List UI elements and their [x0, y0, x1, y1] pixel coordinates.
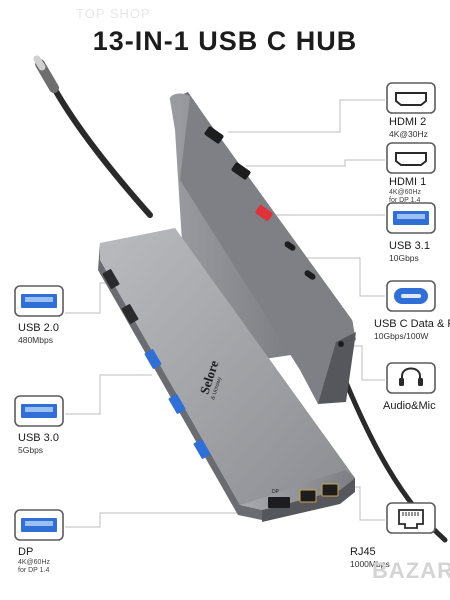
callout-line-hdmi2 — [228, 99, 385, 133]
headphones-icon — [401, 367, 421, 384]
usb20-port-1 — [102, 269, 120, 289]
port-spec: 4K@30Hz — [389, 129, 428, 139]
hdmi1-port — [231, 162, 251, 180]
callout-line-usb20 — [65, 282, 113, 314]
port-label-hdmi1: HDMI 1 4K@60Hz for DP 1.4 — [389, 176, 426, 205]
hdmi1-box — [386, 142, 436, 174]
usb20-port-2 — [121, 304, 139, 324]
rj45-port-1 — [299, 489, 317, 503]
front-hub-ports — [102, 269, 339, 508]
port-spec: 4K@60Hz — [389, 189, 422, 196]
watermark-bottom: BAZAR — [372, 558, 450, 583]
usb31-port — [255, 205, 273, 221]
watermark: TOP SHOP — [76, 6, 151, 21]
ethernet-port-icon — [398, 509, 424, 529]
callout-lines — [65, 99, 385, 528]
callout-line-usbc — [302, 257, 385, 297]
port-name: USB 3.0 — [18, 432, 59, 444]
callout-line-dp — [65, 512, 265, 528]
port-label-dp: DP 4K@60Hz for DP 1.4 — [18, 546, 50, 575]
audio-box — [386, 362, 436, 394]
port-name: HDMI 2 — [389, 116, 427, 128]
port-spec: 480Mbps — [18, 335, 53, 345]
rj45-port-2 — [321, 483, 339, 497]
hdmi2-box — [386, 82, 436, 114]
usb-c-cable — [44, 72, 153, 218]
usbc-port-1 — [284, 241, 296, 251]
port-label-rj45: RJ45 1000Mbps — [350, 546, 390, 569]
port-label-usb31: USB 3.1 10Gbps — [389, 240, 430, 263]
port-label-hdmi2: HDMI 2 4K@30Hz — [389, 116, 428, 139]
port-name: HDMI 1 — [389, 176, 427, 188]
hdmi2-port — [204, 126, 224, 144]
right-icons — [386, 82, 436, 534]
usb30-port-2 — [168, 394, 186, 414]
hdmi-port-icon — [395, 92, 427, 106]
port-sub: for DP 1.4 — [18, 567, 50, 574]
port-label-usb20: USB 2.0 480Mbps — [18, 322, 59, 345]
port-spec: 4K@60Hz — [18, 559, 51, 566]
usbc-port-2 — [304, 270, 316, 280]
port-spec: 5Gbps — [18, 445, 44, 455]
port-name: USB 2.0 — [18, 322, 59, 334]
port-label-usbc: USB C Data & PD 10Gbps/100W — [374, 318, 450, 341]
usb30-port-3 — [193, 439, 211, 459]
port-spec: 10Gbps — [389, 253, 419, 263]
port-label-audio: Audio&Mic — [383, 400, 436, 413]
dp-port — [268, 497, 290, 508]
port-name: USB 3.1 — [389, 240, 430, 252]
audio-port — [338, 341, 344, 347]
port-name: Audio&Mic — [383, 400, 436, 412]
port-name: DP — [18, 546, 34, 558]
port-sub: for DP 1.4 — [389, 197, 421, 204]
callout-line-usb30 — [65, 374, 152, 415]
page-title: 13-IN-1 USB C HUB — [92, 26, 358, 56]
left-icons — [14, 285, 64, 541]
port-spec: 1000Mbps — [350, 559, 390, 569]
callout-line-hdmi1 — [246, 159, 385, 167]
back-hub-ports — [204, 126, 344, 347]
port-name: RJ45 — [350, 546, 376, 558]
port-label-usb30: USB 3.0 5Gbps — [18, 432, 59, 455]
dp-port-label: DP — [272, 489, 280, 495]
usb30-port-1 — [144, 349, 162, 369]
hdmi-port-icon — [395, 152, 427, 166]
port-spec: 10Gbps/100W — [374, 331, 429, 341]
port-name: USB C Data & PD — [374, 318, 450, 330]
